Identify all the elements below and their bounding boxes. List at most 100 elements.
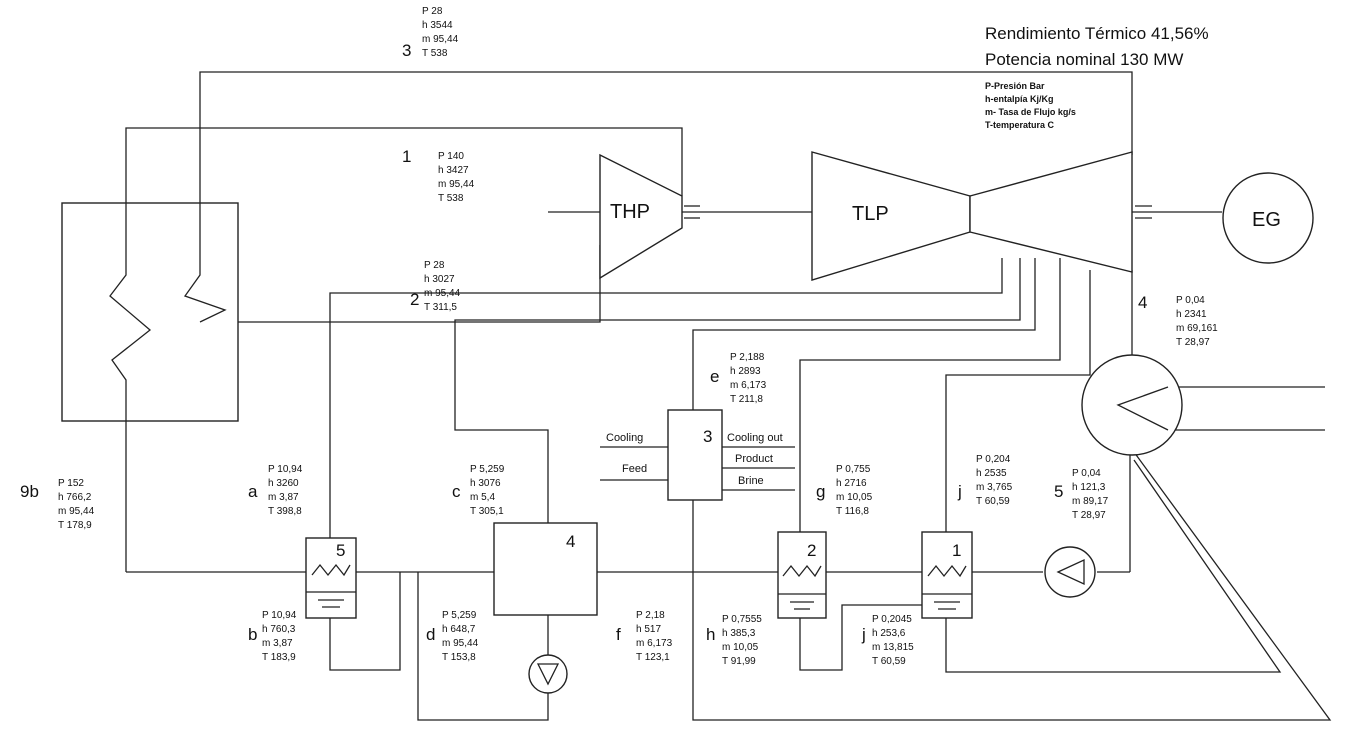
point-value: h 2716 <box>836 478 867 489</box>
point-value: h 517 <box>636 624 661 635</box>
state-point-e: e P 2,188 h 2893 m 6,173 T 211,8 <box>710 352 767 405</box>
point-label: d <box>426 625 435 644</box>
turbine-lp <box>969 151 1133 273</box>
fwh1-label: 1 <box>952 541 961 560</box>
fwh4-label: 4 <box>566 532 575 551</box>
point-value: h 760,3 <box>262 624 296 635</box>
point-value: m 13,815 <box>872 642 914 653</box>
point-value: T 183,9 <box>262 652 296 663</box>
point-value: P 5,259 <box>470 464 505 475</box>
point-value: P 0,2045 <box>872 614 912 625</box>
feedwater-heater-1: 1 <box>921 531 973 619</box>
point-value: P 152 <box>58 478 84 489</box>
point-value: m 95,44 <box>442 638 479 649</box>
point-value: h 648,7 <box>442 624 476 635</box>
point-value: m 95,44 <box>424 288 461 299</box>
point-label: h <box>706 625 715 644</box>
condenser <box>1081 354 1183 456</box>
point-value: T 60,59 <box>976 496 1010 507</box>
point-value: P 10,94 <box>268 464 303 475</box>
point-value: h 121,3 <box>1072 482 1106 493</box>
feedwater-heater-4: 4 <box>493 522 598 616</box>
point-label: j <box>861 625 866 644</box>
legend-item: m- Tasa de Flujo kg/s <box>985 107 1076 117</box>
point-value: h 3544 <box>422 20 453 31</box>
point-value: T 178,9 <box>58 520 92 531</box>
state-point-h: h P 0,7555 h 385,3 m 10,05 T 91,99 <box>706 614 762 667</box>
state-point-d: d P 5,259 h 648,7 m 95,44 T 153,8 <box>426 610 479 663</box>
brine-label: Brine <box>738 475 764 487</box>
point-label: g <box>816 482 825 501</box>
state-point-j-lower: j P 0,2045 h 253,6 m 13,815 T 60,59 <box>861 614 914 667</box>
point-value: m 10,05 <box>836 492 873 503</box>
point-label: 3 <box>402 41 411 60</box>
state-point-5: 5 P 0,04 h 121,3 m 89,17 T 28,97 <box>1054 468 1109 521</box>
point-value: T 123,1 <box>636 652 670 663</box>
point-value: h 3076 <box>470 478 501 489</box>
piping <box>125 71 1332 721</box>
point-value: T 116,8 <box>836 506 869 517</box>
state-point-f: f P 2,18 h 517 m 6,173 T 123,1 <box>616 610 673 663</box>
state-point-j: j P 0,204 h 2535 m 3,765 T 60,59 <box>957 454 1013 507</box>
point-value: T 305,1 <box>470 506 504 517</box>
point-value: P 28 <box>422 6 443 17</box>
pump-condensate <box>1044 546 1096 598</box>
point-value: h 766,2 <box>58 492 92 503</box>
feed-label: Feed <box>622 463 647 475</box>
pump-feedwater <box>528 654 568 694</box>
point-value: P 28 <box>424 260 445 271</box>
point-value: T 211,8 <box>730 394 763 405</box>
point-value: P 5,259 <box>442 610 477 621</box>
product-label: Product <box>735 453 773 465</box>
thermal-efficiency: Rendimiento Térmico 41,56% <box>985 24 1209 43</box>
point-value: m 95,44 <box>438 179 475 190</box>
point-value: P 2,188 <box>730 352 765 363</box>
point-value: T 398,8 <box>268 506 302 517</box>
point-value: m 69,161 <box>1176 323 1218 334</box>
point-value: T 60,59 <box>872 656 906 667</box>
point-value: T 153,8 <box>442 652 476 663</box>
point-value: h 385,3 <box>722 628 756 639</box>
cooling-label: Cooling <box>606 432 643 444</box>
state-point-c: c P 5,259 h 3076 m 5,4 T 305,1 <box>452 464 505 517</box>
legend-item: h-entalpía Kj/Kg <box>985 94 1054 104</box>
point-value: h 3027 <box>424 274 455 285</box>
fwh5-label: 5 <box>336 541 345 560</box>
desalination-unit: 3 Cooling Feed Cooling out Product Brine <box>606 409 783 501</box>
point-value: m 95,44 <box>58 506 95 517</box>
point-value: P 2,18 <box>636 610 665 621</box>
legend-item: P-Presión Bar <box>985 81 1045 91</box>
point-label: f <box>616 625 621 644</box>
point-value: P 0,04 <box>1072 468 1101 479</box>
point-label: j <box>957 482 962 501</box>
point-value: T 28,97 <box>1176 337 1210 348</box>
point-value: h 2341 <box>1176 309 1207 320</box>
turbine-tlp: TLP <box>811 151 971 281</box>
nominal-power: Potencia nominal 130 MW <box>985 50 1184 69</box>
point-value: P 0,7555 <box>722 614 762 625</box>
feedwater-heater-2: 2 <box>777 531 827 619</box>
point-label: 1 <box>402 147 411 166</box>
point-label: 4 <box>1138 293 1147 312</box>
desal-label: 3 <box>703 427 712 446</box>
point-value: T 91,99 <box>722 656 756 667</box>
point-value: h 2535 <box>976 468 1007 479</box>
point-value: T 311,5 <box>424 302 457 313</box>
thp-label: THP <box>610 201 650 223</box>
state-point-2: 2 P 28 h 3027 m 95,44 T 311,5 <box>410 260 461 313</box>
legend-item: T-temperatura C <box>985 120 1055 130</box>
state-point-4: 4 P 0,04 h 2341 m 69,161 T 28,97 <box>1138 293 1218 348</box>
state-point-a: a P 10,94 h 3260 m 3,87 T 398,8 <box>248 464 303 517</box>
point-value: m 5,4 <box>470 492 495 503</box>
point-value: P 0,04 <box>1176 295 1205 306</box>
generator: EG <box>1222 172 1314 264</box>
point-value: h 2893 <box>730 366 761 377</box>
state-point-1: 1 P 140 h 3427 m 95,44 T 538 <box>402 147 475 204</box>
point-value: m 6,173 <box>636 638 673 649</box>
point-value: T 538 <box>438 193 464 204</box>
point-value: P 10,94 <box>262 610 297 621</box>
point-label: 9b <box>20 482 39 501</box>
point-value: P 0,204 <box>976 454 1011 465</box>
point-value: P 140 <box>438 151 464 162</box>
